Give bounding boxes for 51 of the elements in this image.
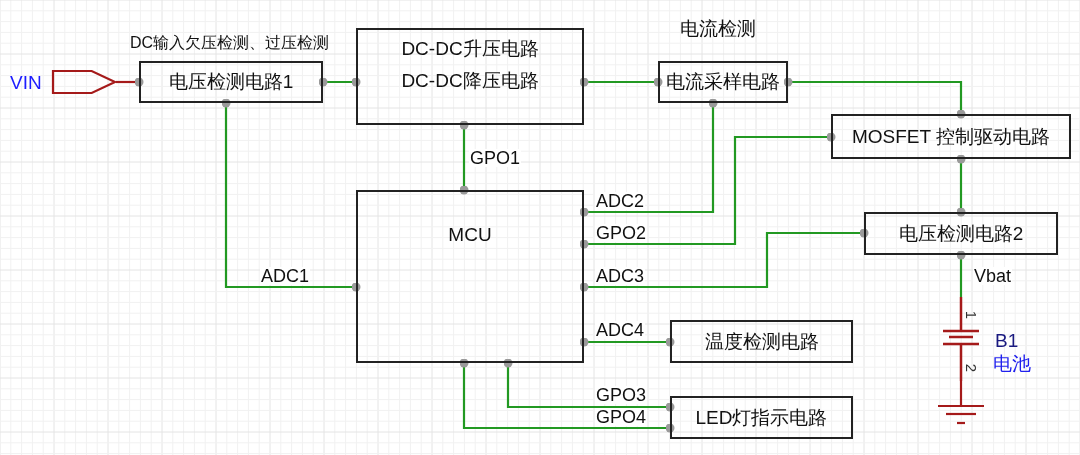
wire (116, 77, 144, 87)
wire (579, 98, 718, 217)
circuit-block (356, 190, 584, 363)
wire (579, 132, 836, 249)
ground-symbol (938, 405, 984, 425)
circuit-block (670, 396, 853, 439)
circuit-block (139, 61, 323, 103)
edge-label: ADC2 (595, 192, 645, 210)
edge-label: Vbat (973, 267, 1013, 285)
block-label: MCU (448, 223, 492, 247)
wire (459, 120, 469, 195)
port-symbol (52, 70, 116, 94)
wire (579, 77, 663, 87)
caption-text: 电流检测 (680, 16, 756, 40)
edge-label: GPO3 (595, 386, 648, 404)
component-label: B1 (995, 328, 1019, 352)
edge-label: GPO1 (469, 149, 522, 167)
wire (459, 358, 675, 433)
wire (579, 228, 869, 292)
pin-number: 1 (963, 310, 979, 320)
edge-label: ADC3 (595, 267, 645, 285)
pin-number: 2 (963, 363, 979, 373)
circuit-block (670, 320, 853, 363)
wire (956, 250, 966, 297)
wire (956, 154, 966, 217)
circuit-block (658, 61, 788, 103)
block-label: DC-DC降压电路 (401, 69, 539, 93)
block-label: 电流采样电路 (666, 70, 780, 94)
circuit-block (831, 114, 1071, 159)
block-label: 电压检测电路2 (898, 221, 1024, 246)
wire (579, 337, 675, 347)
block-label: 电压检测电路1 (168, 70, 294, 94)
block-label: LED灯指示电路 (695, 405, 828, 430)
battery-symbol (942, 297, 980, 381)
wire (783, 77, 966, 119)
wire (503, 358, 675, 412)
block-label: MOSFET 控制驱动电路 (851, 124, 1051, 149)
block-label: DC-DC升压电路 (401, 37, 539, 61)
block-label: 温度检测电路 (704, 329, 819, 354)
caption-text: DC输入欠压检测、过压检测 (130, 32, 330, 52)
edge-label: GPO4 (595, 408, 648, 426)
wire (959, 381, 963, 405)
edge-label: ADC4 (595, 321, 645, 339)
edge-label: GPO2 (595, 224, 648, 242)
component-label: 电池 (993, 351, 1031, 375)
wire (318, 77, 361, 87)
circuit-block (356, 28, 584, 125)
edge-label: ADC1 (260, 267, 310, 285)
circuit-block (864, 212, 1058, 255)
port-label: VIN (10, 70, 42, 94)
wire (221, 98, 361, 292)
